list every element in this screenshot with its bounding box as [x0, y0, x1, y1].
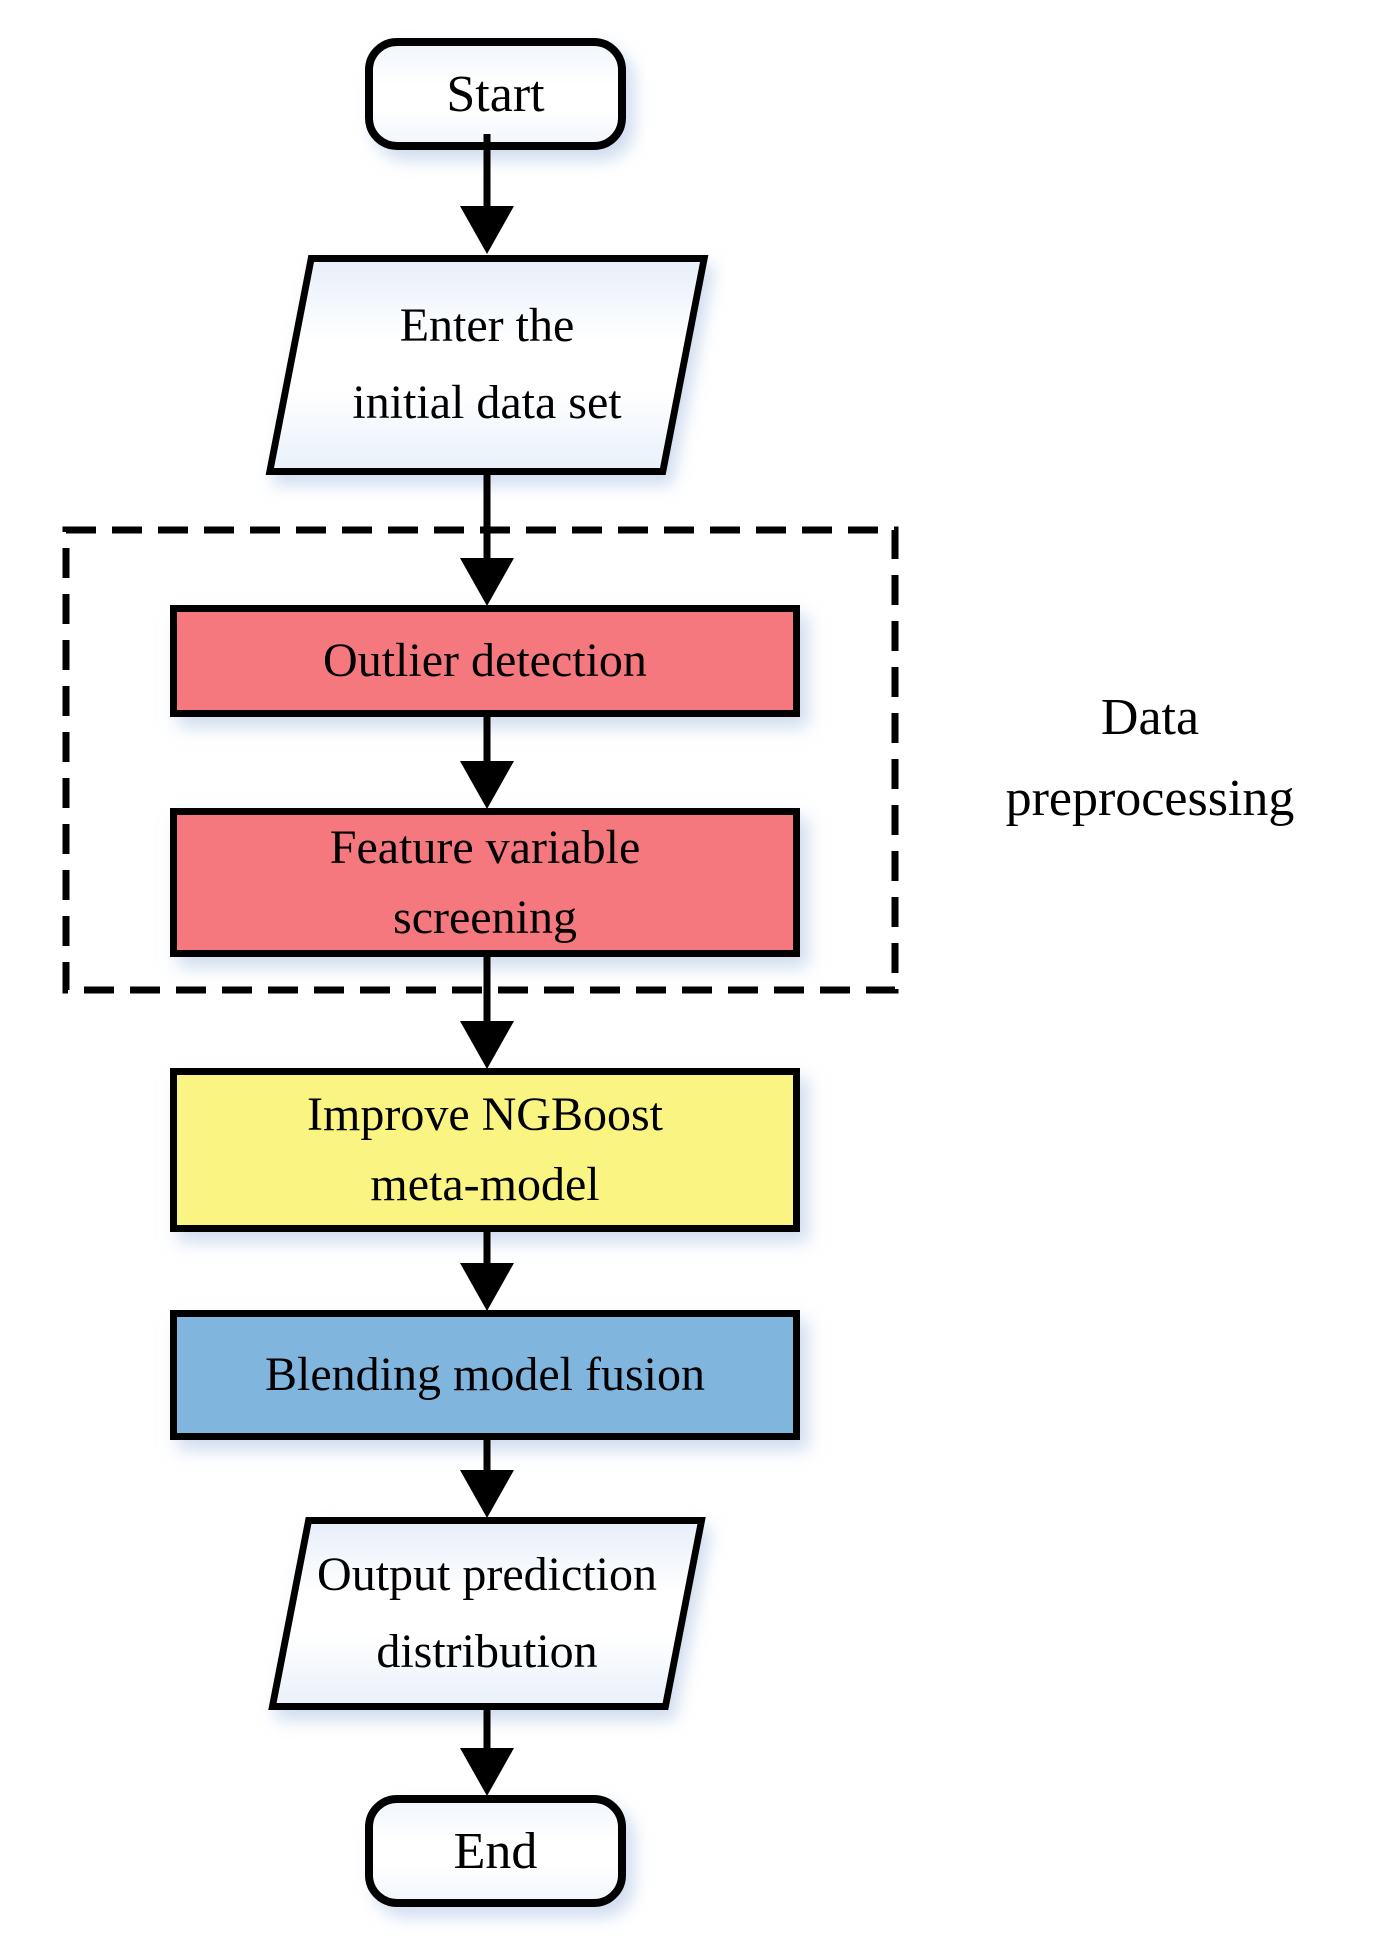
blending-process-box: Blending model fusion — [170, 1310, 800, 1440]
input-parallelogram-node: Enter the initial data set — [247, 255, 727, 475]
feature-screening-process-box: Feature variable screening — [170, 808, 800, 957]
output-parallelogram-label: Output prediction distribution — [317, 1547, 657, 1678]
feature-screening-label: Feature variable screening — [329, 820, 641, 944]
input-parallelogram-label: Enter the initial data set — [352, 299, 622, 429]
outlier-detection-label: Outlier detection — [323, 634, 647, 688]
outlier-detection-process-box: Outlier detection — [170, 605, 800, 717]
end-node-label: End — [453, 1822, 538, 1880]
blending-label: Blending model fusion — [265, 1348, 705, 1402]
data-preprocessing-group-label: Data preprocessing — [1005, 689, 1295, 827]
output-parallelogram-node: Output prediction distribution — [247, 1517, 727, 1710]
ngboost-label: Improve NGBoost meta-model — [307, 1088, 663, 1211]
start-node-label: Start — [446, 65, 545, 123]
start-node: Start — [365, 38, 626, 150]
ngboost-process-box: Improve NGBoost meta-model — [170, 1068, 800, 1232]
end-node: End — [365, 1795, 626, 1907]
